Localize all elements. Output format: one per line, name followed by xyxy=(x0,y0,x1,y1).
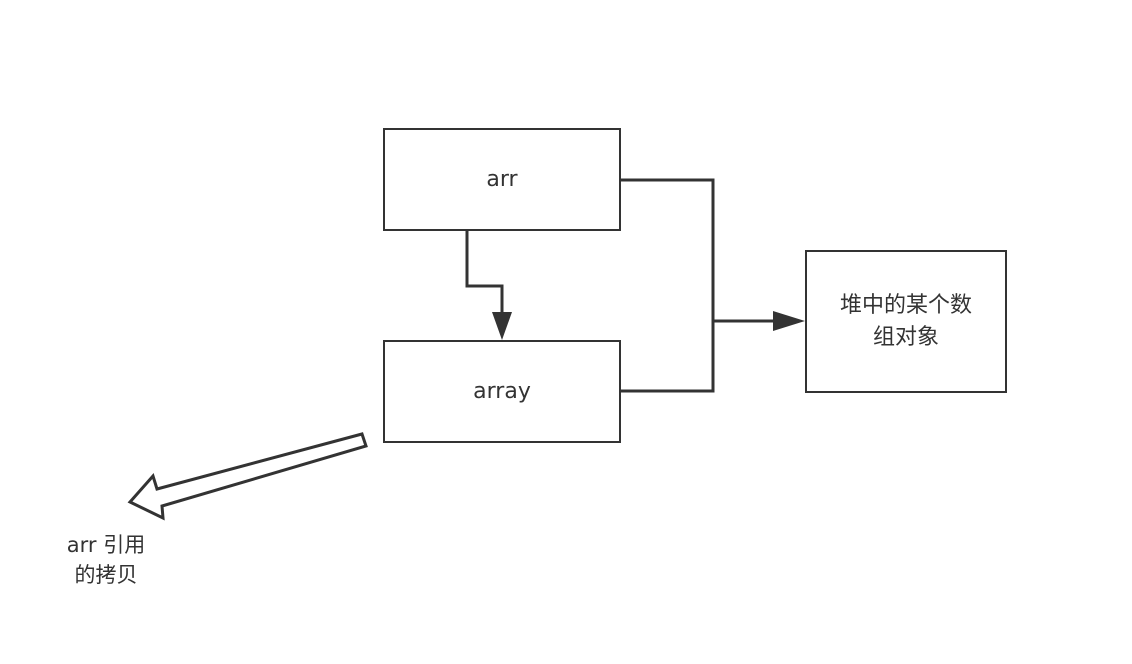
copy-annotation-line2: 的拷贝 xyxy=(74,563,138,587)
connector-arr-to-array xyxy=(465,231,504,318)
node-array-label: array xyxy=(473,378,531,404)
copy-reference-arrow xyxy=(127,432,368,521)
copy-annotation-line1: arr 引用 xyxy=(66,533,146,557)
connector-arr-to-heap xyxy=(621,178,715,393)
node-arr: arr xyxy=(383,128,621,231)
node-array: array xyxy=(383,340,621,443)
arrowhead-arr-to-array xyxy=(492,312,512,340)
node-heap-label-line2: 组对象 xyxy=(872,324,939,350)
node-heap-label-line1: 堆中的某个数 xyxy=(839,292,972,318)
arrowhead-to-heap xyxy=(773,311,805,331)
node-arr-label: arr xyxy=(486,166,518,192)
node-heap-array-object: 堆中的某个数 组对象 xyxy=(805,250,1007,393)
copy-annotation: arr 引用 的拷贝 xyxy=(36,530,176,590)
